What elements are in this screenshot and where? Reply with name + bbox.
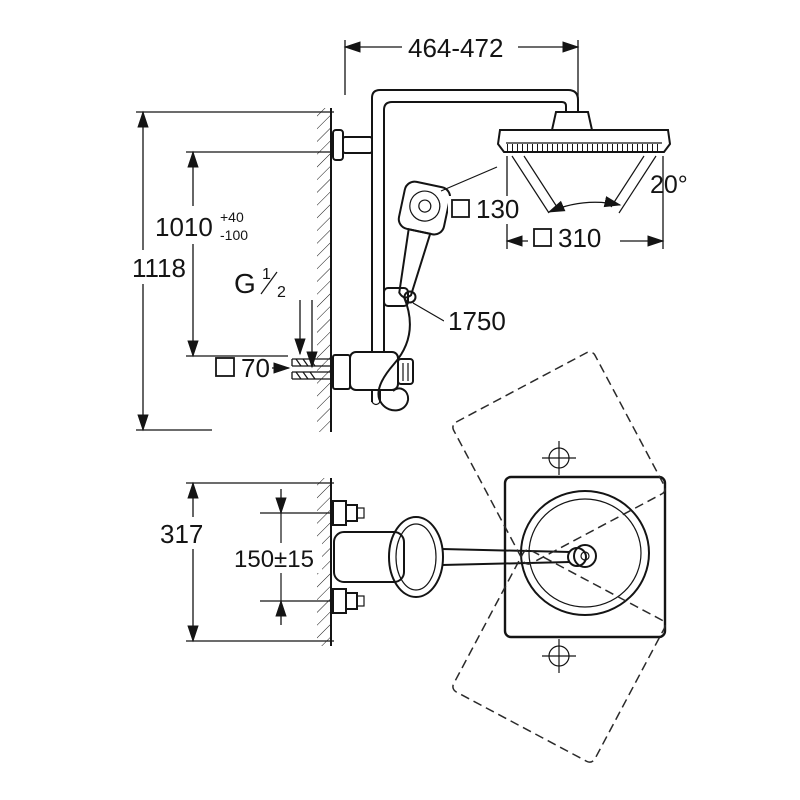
head-shower-elevation — [496, 111, 672, 214]
head-shower-square — [503, 475, 667, 639]
union-nut — [332, 588, 347, 614]
hose-leader-line — [412, 302, 445, 322]
label-background — [149, 206, 267, 244]
wall-hatching — [317, 108, 331, 432]
dim-width-label: 464-472 — [408, 33, 503, 63]
wall-hatching — [317, 478, 331, 646]
hand-shower — [397, 180, 452, 299]
thread-hatch — [309, 371, 316, 380]
wall-flange — [332, 129, 344, 161]
union-tip — [356, 595, 365, 607]
square-symbol-icon — [215, 357, 235, 377]
union-nut — [332, 500, 347, 526]
valve-knob-plan-inner — [395, 523, 437, 591]
head-angle-label: 20° — [650, 171, 688, 199]
supply-fitting-top-plan — [332, 500, 365, 526]
square-symbol-icon — [451, 199, 470, 218]
wall-plan — [317, 478, 332, 646]
hub-circle — [573, 544, 597, 568]
hose-curve — [377, 296, 411, 412]
head-shower-connector — [550, 111, 594, 131]
handshower-leader-line — [440, 166, 498, 192]
supply-fitting-bottom-plan — [332, 588, 365, 614]
label-background — [128, 250, 190, 284]
angle-arrows — [547, 196, 622, 213]
tolerance-plus-label: +40 — [220, 209, 244, 225]
spray-cone-right-outer — [618, 155, 657, 214]
square-symbol-icon — [533, 228, 552, 247]
hose-outlet-cap — [371, 401, 381, 406]
label-background — [402, 31, 518, 63]
thread-size-label: G — [234, 268, 256, 299]
hand-shower-face-outer — [409, 190, 441, 222]
thread-hatch — [295, 358, 302, 367]
hub-center — [580, 551, 590, 561]
head-shower-body — [496, 129, 672, 153]
label-background — [528, 225, 620, 256]
tolerance-minus-label: -100 — [220, 227, 248, 243]
thread-denominator-label: 2 — [277, 284, 286, 301]
valve-knob-plan-outer — [388, 516, 444, 598]
valve-knob — [397, 358, 414, 385]
dim-install-height-label: 1010 — [155, 212, 213, 242]
union-tip — [356, 507, 365, 519]
dimension-depth — [186, 481, 334, 643]
swivel-range-down — [452, 549, 666, 763]
dim-handshower-label: 130 — [476, 194, 519, 224]
hand-shower-face-inner — [418, 199, 432, 213]
label-background — [444, 306, 518, 336]
dim-supply-spacing-label: 150±15 — [234, 546, 314, 573]
hand-shower-head — [397, 180, 452, 236]
thermostat-valve — [332, 351, 414, 391]
union-body — [345, 504, 358, 522]
swivel-range-up — [452, 351, 666, 565]
dim-total-height-label: 1118 — [132, 253, 186, 283]
dim-headshower-label: 310 — [558, 223, 601, 253]
dimension-install-height — [186, 150, 332, 358]
valve-escutcheon — [332, 354, 351, 390]
wall-bracket — [342, 136, 373, 154]
wall-elevation — [317, 108, 332, 432]
spray-face-ring-outer — [520, 490, 650, 616]
label-background — [230, 543, 322, 573]
dim-escutcheon-label: 70 — [241, 353, 270, 383]
thread-fraction-slash — [260, 271, 278, 295]
pipe-inner-line — [383, 101, 567, 352]
spray-cone-left-outer — [511, 155, 550, 214]
valve-body-plan — [333, 531, 405, 583]
spray-nozzles — [506, 144, 662, 151]
valve-body — [349, 351, 399, 391]
valve-plan — [333, 516, 587, 598]
label-background — [156, 517, 220, 549]
spray-face-ring-inner — [528, 498, 642, 608]
dim-depth-label: 317 — [160, 519, 203, 549]
thread-numerator-label: 1 — [262, 266, 271, 283]
thread-hatch — [295, 371, 302, 380]
union-body — [345, 592, 358, 610]
hose-length-label: 1750 — [448, 306, 506, 336]
holder-bracket — [383, 287, 409, 307]
thread-hatch — [302, 371, 309, 380]
swivel-square-up — [452, 351, 666, 565]
hand-shower-handle — [398, 228, 432, 299]
head-shower-plan — [503, 475, 667, 639]
swivel-square-down — [452, 549, 666, 763]
thread-hatch — [302, 358, 309, 367]
shower-hose — [371, 296, 411, 412]
